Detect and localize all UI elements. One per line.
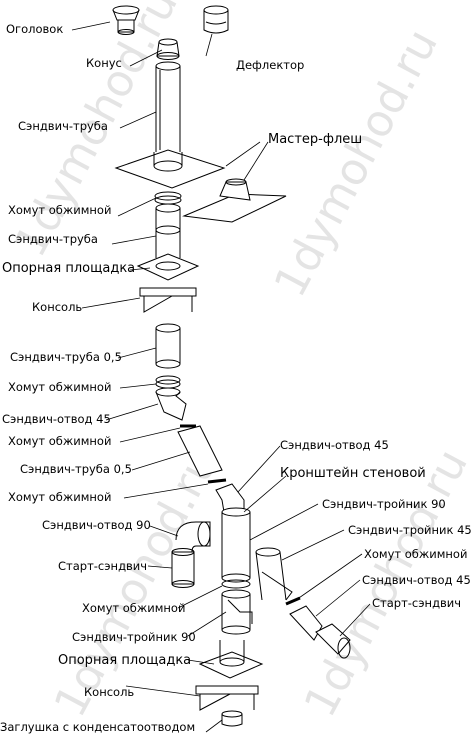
label-clamp-1: Хомут обжимной <box>8 203 112 217</box>
bend-45-right-part <box>289 605 323 641</box>
clamp-1-part <box>154 191 182 205</box>
console-2-part <box>195 685 259 711</box>
label-clamp-2: Хомут обжимной <box>8 380 112 394</box>
label-tee-45: Сэндвич-тройник 45 <box>348 523 472 537</box>
label-start-sandwich-left: Старт-сэндвич <box>58 559 148 573</box>
label-clamp-right: Хомут обжимной <box>364 547 468 561</box>
label-plug-condensate: Заглушка с конденсатоотводом <box>0 720 196 734</box>
clamp-2-part <box>155 375 181 389</box>
sandwich-pipe-05-a-part <box>155 323 181 369</box>
label-bend-45-left: Сэндвич-отвод 45 <box>2 412 111 426</box>
label-bend-45-right-top: Сэндвич-отвод 45 <box>280 438 389 452</box>
tee-45-part <box>255 547 293 601</box>
leader-lines <box>71 21 371 733</box>
label-support-platform-2: Опорная площадка <box>58 653 192 668</box>
label-konus: Конус <box>86 56 122 70</box>
label-master-flash: Мастер-флеш <box>268 132 363 147</box>
label-bend-45-right: Сэндвич-отвод 45 <box>362 573 471 587</box>
label-sandwich-pipe-05-b: Сэндвич-труба 0,5 <box>20 462 132 476</box>
label-ogolovok: Оголовок <box>6 22 64 36</box>
clamp-5-part <box>221 579 251 589</box>
label-console-1: Консоль <box>32 300 83 314</box>
label-clamp-5: Хомут обжимной <box>82 601 186 615</box>
deflector-part <box>203 5 229 34</box>
label-tee-90-left: Сэндвич-тройник 90 <box>72 630 196 644</box>
cone-part <box>156 38 180 60</box>
label-support-platform-1: Опорная площадка <box>2 261 136 276</box>
roof-plate <box>114 149 226 189</box>
master-flash-part <box>182 178 287 223</box>
plug-condensate-part <box>221 710 243 727</box>
label-wall-bracket: Кронштейн стеновой <box>280 466 426 481</box>
support-platform-1-part <box>136 253 200 281</box>
bend-45-left-part <box>155 387 187 421</box>
label-start-sandwich-right: Старт-сэндвич <box>372 596 462 610</box>
label-deflektor: Дефлектор <box>236 58 305 72</box>
label-bend-90: Сэндвич-отвод 90 <box>42 518 151 532</box>
sandwich-pipe-05-b-part <box>177 425 223 477</box>
label-clamp-4: Хомут обжимной <box>8 490 112 504</box>
clamp-4-part <box>207 478 227 484</box>
label-sandwich-pipe-2: Сэндвич-труба <box>8 232 98 246</box>
cap-part <box>112 5 140 35</box>
tee-90-right-part <box>221 507 251 583</box>
tee-90-left-part <box>221 589 253 635</box>
label-sandwich-pipe-05-a: Сэндвич-труба 0,5 <box>10 350 122 364</box>
label-tee-90-right: Сэндвич-тройник 90 <box>322 497 446 511</box>
support-platform-2-part <box>198 640 264 679</box>
label-sandwich-pipe-1: Сэндвич-труба <box>18 119 108 133</box>
upper-sandwich-pipe <box>155 61 181 152</box>
middle-sandwich-pipe <box>155 203 181 258</box>
bend-90-part <box>171 521 211 588</box>
label-clamp-3: Хомут обжимной <box>8 434 112 448</box>
label-console-2: Консоль <box>84 685 135 699</box>
start-sandwich-right-part <box>315 623 351 659</box>
console-1-part <box>139 287 197 313</box>
